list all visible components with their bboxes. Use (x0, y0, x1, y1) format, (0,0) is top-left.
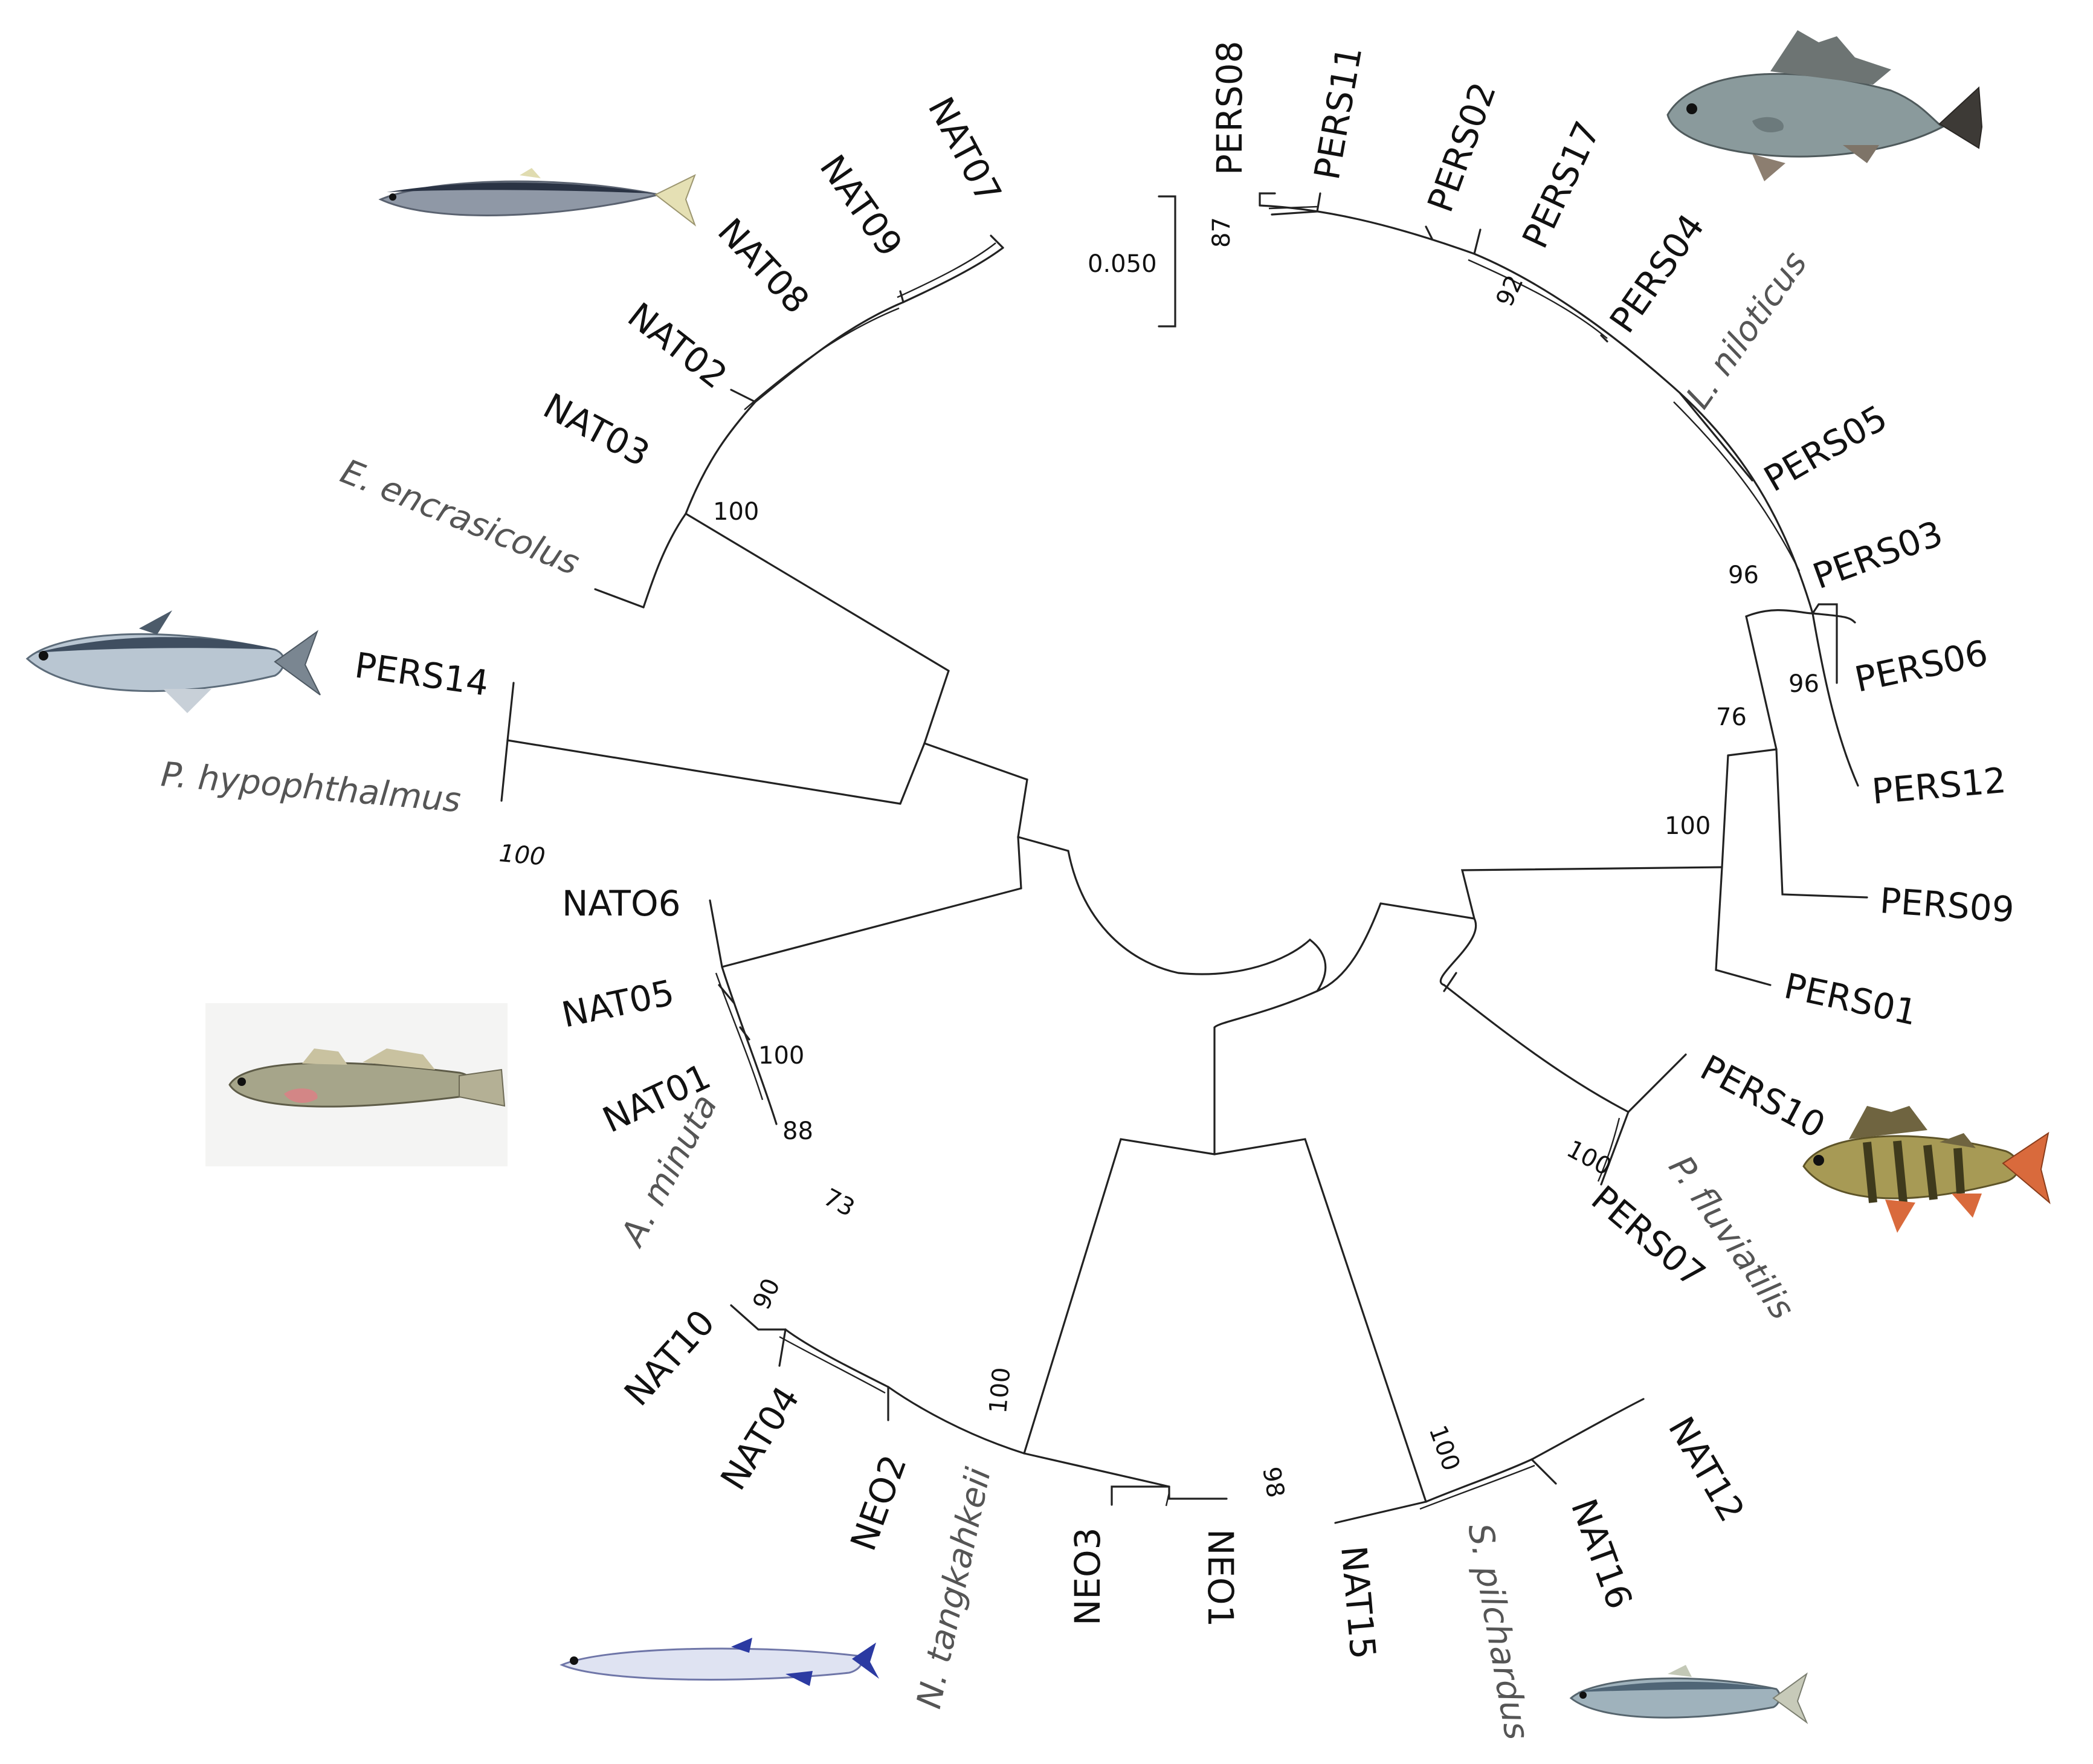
tip-pers12: PERS12 (1870, 760, 2008, 812)
bootstrap-96-b: 96 (1788, 670, 1819, 698)
fish-noodlefish-illustration (560, 1638, 879, 1686)
tip-pers09: PERS09 (1879, 880, 2016, 930)
species-p-hypophthalmus: P. hypophthalmus (160, 755, 462, 820)
tip-nat09: NAT09 (812, 147, 911, 264)
fish-sardine-illustration (1569, 1665, 1808, 1724)
tip-pers03: PERS03 (1808, 512, 1948, 597)
tip-nat12: NAT12 (1660, 1410, 1753, 1529)
tip-neo1: NEO1 (1200, 1529, 1241, 1627)
fish-eurasian-perch-illustration (1802, 1106, 2051, 1233)
bootstrap-100-c: 100 (498, 839, 546, 871)
bootstrap-100-g: 100 (1424, 1422, 1465, 1475)
tip-nat04: NAT04 (712, 1379, 807, 1497)
tip-nat16: NAT16 (1563, 1494, 1640, 1615)
species-labels: L. niloticus E. encrasicolus P. hypophth… (160, 244, 1815, 1742)
bootstrap-100-e: 100 (1562, 1135, 1616, 1181)
tip-nat08: NAT08 (710, 210, 818, 321)
bootstrap-87: 87 (1208, 217, 1236, 248)
bootstrap-90: 90 (747, 1275, 785, 1314)
tip-nat05: NAT05 (558, 972, 678, 1036)
bootstrap-88: 88 (782, 1117, 813, 1145)
tip-pers08: PERS08 (1209, 40, 1250, 175)
tip-neo2: NEO2 (842, 1450, 915, 1556)
bootstrap-96-a: 96 (1728, 561, 1759, 589)
species-n-tangkahkeii: N. tangkahkeii (909, 1464, 999, 1712)
bootstrap-76: 76 (1716, 703, 1747, 731)
bootstrap-98: 98 (1257, 1465, 1289, 1500)
bootstrap-100-a: 100 (1665, 812, 1711, 840)
tip-nat06: NATO6 (562, 883, 681, 924)
tip-pers10: PERS10 (1694, 1047, 1831, 1146)
bootstrap-100-b: 100 (713, 498, 759, 526)
tip-pers11: PERS11 (1306, 43, 1370, 183)
tip-neo3: NEO3 (1067, 1527, 1108, 1626)
fish-goby-illustration (205, 1003, 508, 1166)
fish-perch-nile-illustration (1666, 30, 1983, 181)
tip-nat02: NAT02 (620, 294, 735, 396)
tree-highlighted-branches (715, 205, 1801, 1510)
tip-nat15: NAT15 (1333, 1544, 1384, 1661)
tip-pers14: PERS14 (352, 645, 491, 704)
species-e-encrasicolus: E. encrasicolus (335, 452, 585, 583)
bootstrap-100-f: 100 (984, 1366, 1016, 1415)
tip-nat03: NAT03 (537, 385, 656, 474)
tip-pers01: PERS01 (1781, 965, 1921, 1033)
tip-pers05: PERS05 (1757, 397, 1894, 500)
tip-pers17: PERS17 (1514, 115, 1608, 254)
fish-anchovy-illustration (378, 168, 697, 227)
tip-pers02: PERS02 (1419, 77, 1504, 217)
scale-bar: 0.050 (1088, 195, 1176, 328)
fish-pangasius-illustration (25, 610, 321, 713)
tip-nat07: NAT07 (920, 91, 1010, 210)
species-l-niloticus: L. niloticus (1679, 244, 1815, 416)
scale-bar-label: 0.050 (1088, 250, 1157, 278)
tip-pers04: PERS04 (1602, 207, 1712, 340)
species-s-pilchardus: S. pilchardus (1460, 1520, 1537, 1742)
tip-nat10: NAT10 (616, 1302, 723, 1413)
bootstrap-100-d: 100 (758, 1042, 804, 1070)
bootstrap-73: 73 (819, 1183, 859, 1223)
tree-branches (500, 192, 1868, 1524)
tip-pers06: PERS06 (1851, 632, 1991, 700)
